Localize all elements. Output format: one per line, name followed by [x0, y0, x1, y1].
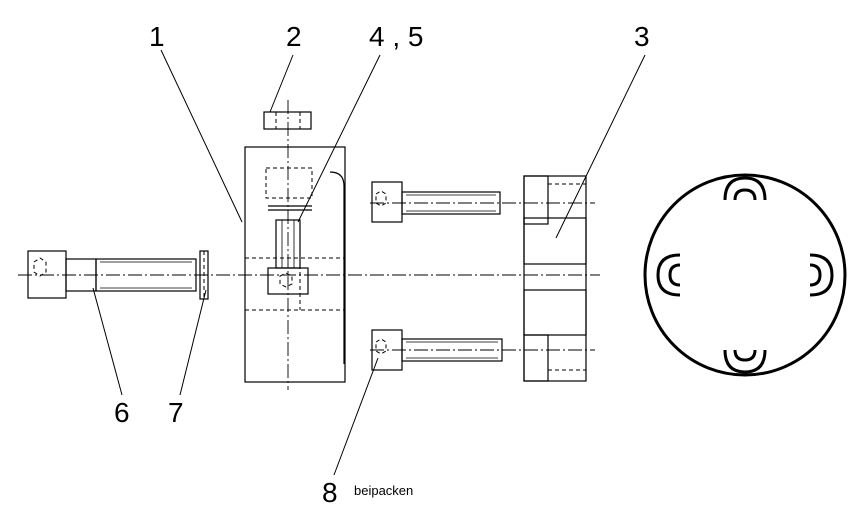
label-part-3: 3 — [634, 21, 650, 52]
label-part-6: 6 — [114, 397, 130, 428]
label-part-1: 1 — [149, 21, 165, 52]
leader-lines — [92, 49, 646, 476]
cap-screw-6 — [27, 250, 197, 299]
ring-front-view — [643, 173, 847, 377]
ring-section-3 — [523, 175, 587, 382]
clamp-body-1 — [244, 146, 346, 383]
cap-screw-8-upper — [371, 181, 501, 223]
label-part-2: 2 — [286, 21, 302, 52]
label-part-7: 7 — [168, 397, 184, 428]
label-part-8: 8 — [322, 477, 338, 508]
block-2 — [263, 111, 312, 130]
center-lines — [18, 100, 600, 390]
note-beipacken: beipacken — [354, 483, 413, 498]
label-part-4-5: 4 , 5 — [369, 21, 423, 52]
